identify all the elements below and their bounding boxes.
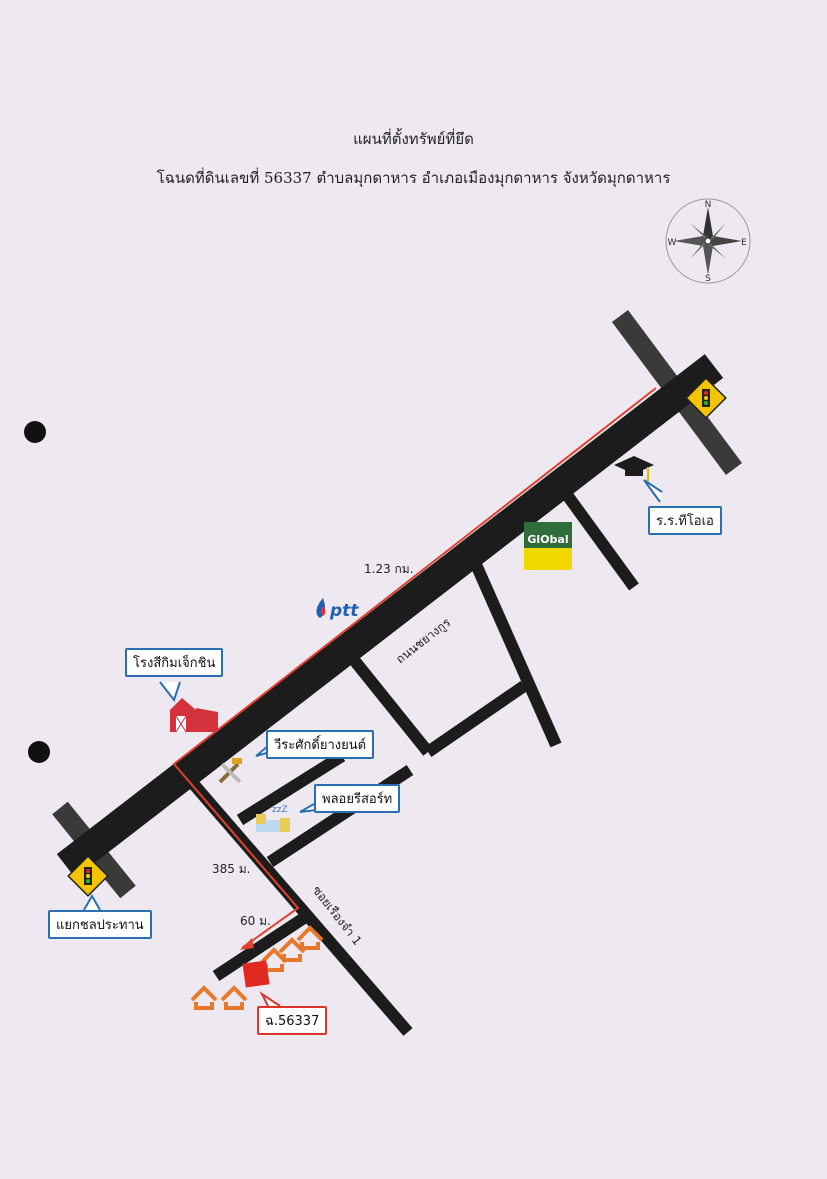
ptt-logo-icon: ptt: [316, 598, 359, 621]
tools-icon: [218, 758, 242, 784]
graduation-cap-icon: [614, 456, 654, 481]
callout-parcel: ฉ.56337: [257, 1006, 328, 1035]
house-icon: [190, 925, 324, 1010]
traffic-light-icon: [67, 855, 109, 897]
bed-icon: zzZ: [256, 805, 290, 832]
compass-e: E: [741, 238, 747, 248]
route-line: [172, 387, 657, 949]
global-logo-icon: GlObal: [524, 522, 572, 570]
callout-garage: วีระศักดิ์ยางยนต์: [266, 730, 375, 759]
compass-n: N: [705, 200, 712, 210]
distance-main: 1.23 กม.: [364, 562, 414, 576]
svg-text:GlObal: GlObal: [527, 533, 568, 546]
map-title: แผนที่ตั้งทรัพย์ที่ยึด: [353, 130, 474, 148]
distance-last: 60 ม.: [240, 914, 271, 928]
route-arrow-icon: [240, 938, 254, 950]
svg-text:zzZ: zzZ: [272, 805, 288, 815]
callout-junction: แยกชลประทาน: [48, 910, 152, 939]
side-street: [236, 750, 346, 826]
compass-s: S: [705, 274, 711, 284]
punch-hole: [24, 421, 46, 443]
callout-ice-factory: โรงสีกิมเจ็กชิน: [125, 648, 224, 677]
side-street: [345, 651, 433, 756]
compass-rose-icon: N S E W: [665, 198, 751, 284]
compass-w: W: [668, 238, 677, 248]
callout-school: ร.ร.ทีโอเอ: [648, 506, 722, 535]
barn-icon: [170, 698, 218, 733]
side-street: [212, 908, 314, 982]
map-subtitle: โฉนดที่ดินเลขที่ 56337 ตำบลมุกดาหาร อำเภ…: [156, 169, 671, 187]
main-road: [56, 354, 724, 878]
side-street: [424, 681, 528, 757]
traffic-light-icon: [685, 377, 727, 419]
side-street: [468, 557, 562, 748]
punch-hole: [28, 741, 50, 763]
distance-soi: 385 ม.: [212, 862, 251, 876]
side-street: [557, 484, 639, 591]
soi-road: [185, 776, 413, 1036]
svg-text:ptt: ptt: [329, 601, 359, 621]
parcel-marker: [242, 960, 270, 988]
callout-resort: พลอยรีสอร์ท: [314, 784, 401, 813]
